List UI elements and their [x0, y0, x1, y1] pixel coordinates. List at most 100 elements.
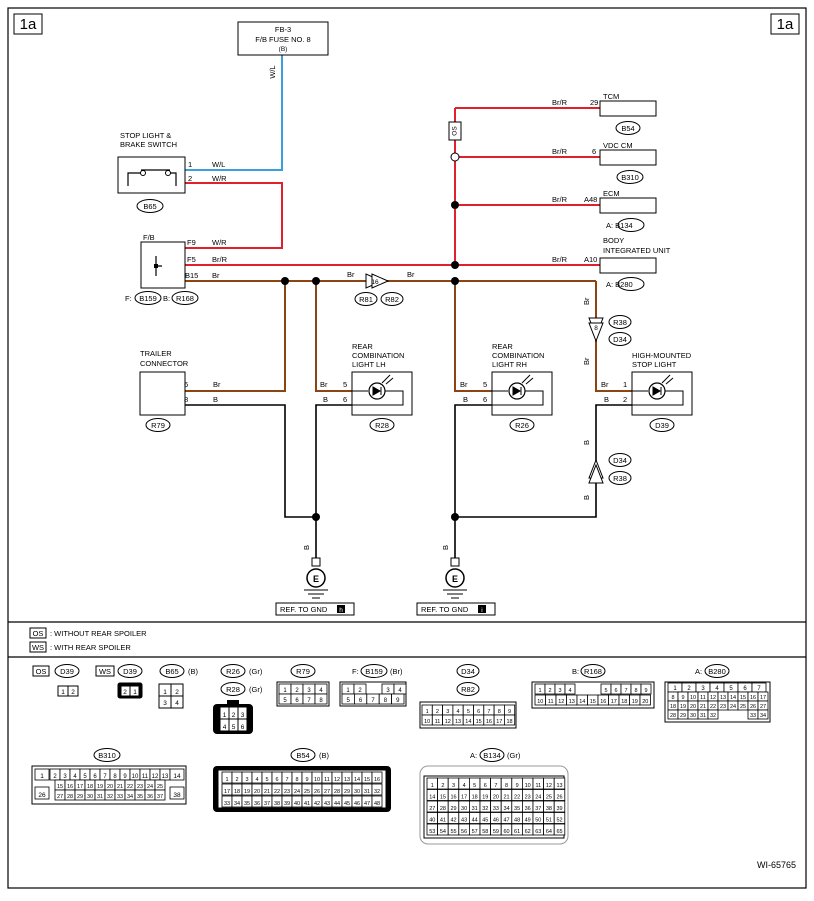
cf-r26-color: (Gr) [249, 667, 263, 676]
cf-r168-pin: 3 [558, 688, 561, 694]
cf-b54-pin: 30 [354, 789, 360, 795]
cf-b134-pin: 29 [450, 806, 456, 812]
cf-r168-pin: 18 [621, 699, 627, 705]
outer-frame [7, 7, 807, 889]
cf-b310-name: B310 [98, 751, 116, 760]
cf-b54-pin: 14 [354, 777, 360, 783]
cf-b310-pin: 32 [107, 794, 113, 800]
cf-b134-cell [553, 823, 566, 836]
biu-name-2: INTEGRATED UNIT [603, 246, 671, 255]
os-marker: OS [452, 126, 459, 136]
cf-b280-pin: 2 [687, 686, 691, 692]
hmsl-lamp-icon [632, 374, 684, 406]
cf-b134-pin: 9 [516, 783, 519, 789]
cf-b54-name: B54 [296, 751, 309, 760]
cf-b310-pin: 30 [87, 794, 93, 800]
cf-b54-pin: 20 [254, 789, 260, 795]
cf-b134-pin: 53 [429, 829, 435, 835]
cf-b54-pin: 18 [234, 789, 240, 795]
hmsl-top-conn1: R38 [613, 318, 627, 327]
fb-dot [154, 264, 158, 268]
cf-b134-pin: 10 [525, 783, 531, 789]
switch-wire1: W/L [212, 160, 225, 169]
trailer-pin8: 8 [184, 395, 188, 404]
hmsl-conn-oval [649, 418, 675, 432]
cf-r168-cell [564, 683, 576, 695]
fb-wire-f9: W/R [212, 238, 227, 247]
cf-r168-pin: 14 [579, 699, 585, 705]
cf-b280-pin: 1 [673, 686, 677, 692]
cf-b134-pin: 64 [546, 829, 552, 835]
cf-b310-pin: 27 [57, 794, 63, 800]
ecm-box [599, 197, 657, 214]
cf-b310-oval [93, 748, 121, 762]
biu-box [599, 257, 657, 274]
legend-os-box [29, 627, 47, 639]
cf-d34-name: D34 [461, 667, 475, 676]
gnd-h-code: h [339, 607, 343, 614]
cf-b280-cell [757, 709, 769, 720]
cf-d39os-p2: 2 [71, 689, 75, 696]
fb-pin-f5: F5 [187, 255, 196, 264]
cf-b134-pin: 2 [441, 783, 444, 789]
cf-b280-pin: 34 [760, 713, 766, 719]
cf-d34-pin: 8 [498, 709, 501, 715]
cf-b159-pin: 2 [358, 688, 362, 694]
trailer-conn: R79 [151, 421, 165, 430]
cf-b134-pin: 42 [450, 817, 456, 823]
gnd-i-code: i [481, 607, 482, 614]
cf-b134-pin: 47 [503, 817, 509, 823]
hmsl-pin2: 2 [623, 395, 627, 404]
cf-b54-pin: 9 [305, 777, 308, 783]
fb-pin-b15: B15 [185, 271, 198, 280]
cf-b134-pin: 8 [505, 783, 508, 789]
cf-r168-pin: 16 [600, 699, 606, 705]
cf-b159-pin: 7 [371, 698, 375, 704]
hmsl-top-conn1-oval [608, 315, 632, 329]
hmsl-bot-conn1-oval [608, 453, 632, 467]
cf-b134-pin: 34 [503, 806, 509, 812]
cf-b54-pin: 44 [334, 801, 340, 807]
rcl-rh-pin5: 5 [483, 380, 487, 389]
cf-r168-pin: 6 [614, 688, 617, 694]
cf-b159-pin: 8 [384, 698, 388, 704]
cf-b310-cell [169, 786, 185, 800]
open-junction [450, 152, 460, 162]
legend-ws-box [29, 641, 47, 653]
hmsl-wire-bot2: B [582, 495, 591, 500]
os-marker-box [448, 121, 462, 141]
cf-b134-pin: 31 [472, 806, 478, 812]
cf-b134-pin: 24 [535, 794, 541, 800]
cf-b159-pin: 5 [347, 698, 351, 704]
rcl-lh-pin6: 6 [343, 395, 347, 404]
cf-r79-cell [314, 693, 328, 705]
cf-r168-pin: 10 [537, 699, 543, 705]
rcl-lh-title-2: COMBINATION [352, 351, 404, 360]
cf-b280-pin: 25 [740, 704, 746, 710]
legend-ws-text: : WITH REAR SPOILER [50, 643, 131, 652]
cf-b159-color: (Br) [390, 667, 403, 676]
hmsl-top-conn2-oval [608, 332, 632, 346]
hmsl-bot-arrow-b [588, 463, 604, 484]
cf-b280-pin: 23 [720, 704, 726, 710]
cf-b280-pin: 17 [760, 695, 766, 701]
gnd-i-mark: E [452, 574, 458, 584]
cf-b280-pin: 3 [701, 686, 705, 692]
cf-b280-pin: 16 [750, 695, 756, 701]
cf-b134-pin: 41 [440, 817, 446, 823]
joint-arrow-b [371, 273, 390, 289]
cf-b134-pin: 22 [514, 794, 520, 800]
cf-b134-pin: 18 [472, 794, 478, 800]
cf-b134-prefix: A: [470, 751, 477, 760]
gnd-h-ref-box [275, 602, 355, 616]
cf-b280-prefix: A: [695, 667, 702, 676]
cf-d34-pin: 3 [446, 709, 449, 715]
cf-b280-pin: 26 [750, 704, 756, 710]
gnd-i-circle [445, 568, 465, 588]
cf-d34-pin: 16 [486, 719, 492, 725]
cf-b134-pin: 55 [450, 829, 456, 835]
gnd-i-terminal [450, 557, 460, 567]
cf-d39ws-p1: 2 [123, 689, 127, 696]
gnd-i-symbol [443, 589, 467, 599]
